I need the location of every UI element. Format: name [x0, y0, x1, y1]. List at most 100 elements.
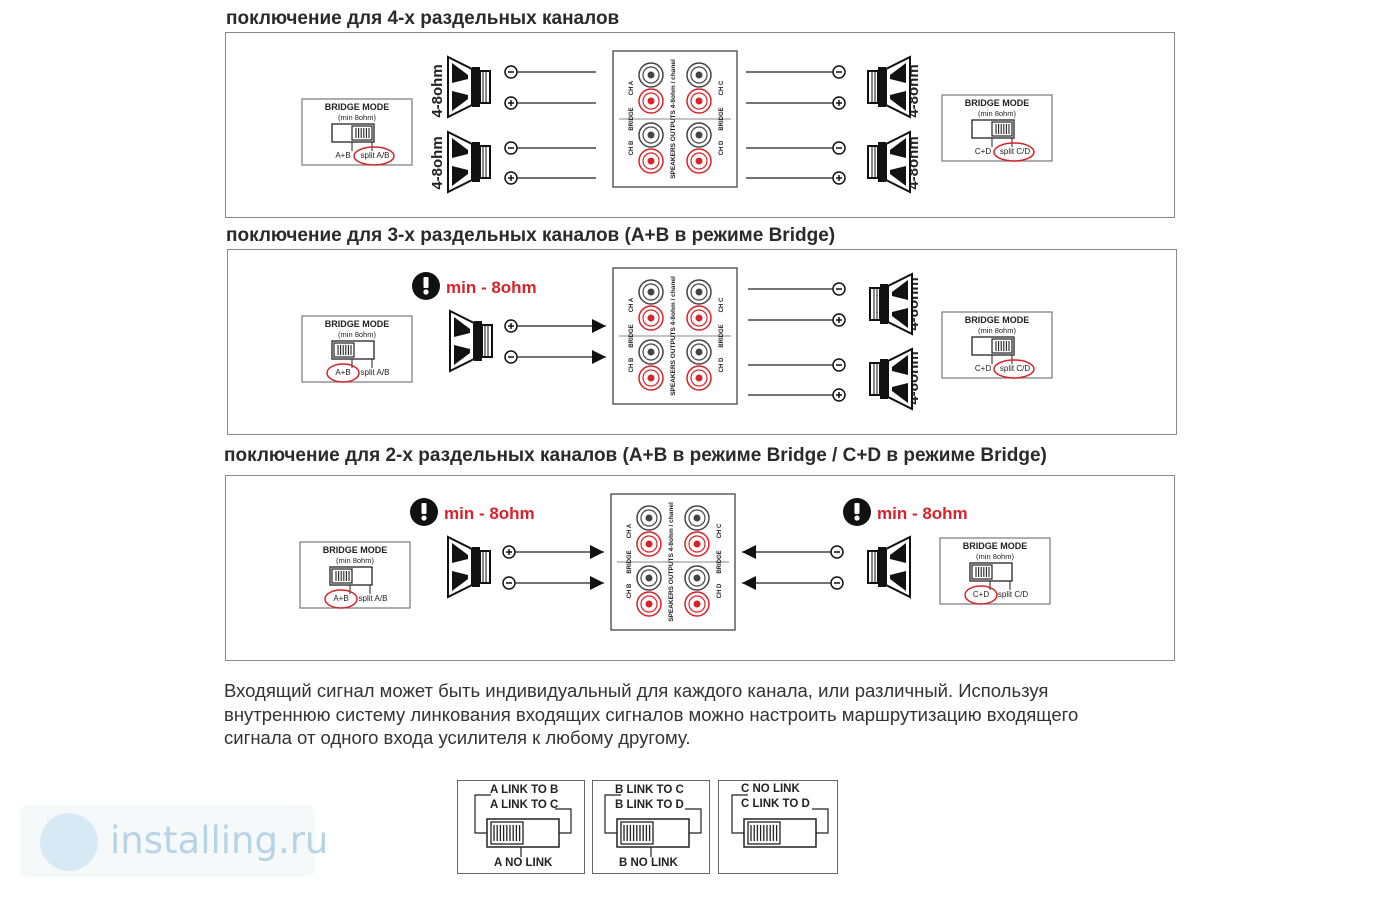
link-option-label: A LINK TO C	[490, 799, 559, 811]
bridge-mode-title: BRIDGE MODE	[325, 102, 390, 112]
bridge-mode-sub: (min 8ohm)	[978, 326, 1016, 335]
warning-min-impedance: min - 8ohm	[446, 278, 537, 297]
mode-option-label: C+D	[975, 147, 991, 156]
section-title-2ch: поключение для 2-х раздельных каналов (A…	[224, 445, 1047, 466]
link-option-label: C NO LINK	[741, 783, 800, 795]
channel-label: CH C	[719, 80, 725, 95]
switch-knob	[971, 564, 993, 580]
channel-label: CH C	[719, 297, 725, 312]
description-text: Входящий сигнал может быть индивидуальны…	[224, 679, 1184, 750]
channel-label: CH A	[629, 297, 635, 312]
impedance-label: 4-8ohm	[429, 136, 446, 189]
speaker-outputs-label: SPEAKERS OUTPUTS 4-8ohm / chanel	[670, 276, 677, 396]
speaker-icon	[447, 535, 491, 599]
bridge-mode-title: BRIDGE MODE	[323, 545, 388, 555]
channel-label: CH D	[717, 583, 723, 598]
bridge-mode-title: BRIDGE MODE	[325, 319, 390, 329]
arrow-icon	[590, 576, 604, 590]
bridge-mode-title: BRIDGE MODE	[963, 541, 1028, 551]
mode-option-label: split C/D	[1000, 147, 1030, 156]
link-switch-a[interactable]: A LINK TO B A LINK TO C A NO LINK	[457, 780, 585, 874]
speaker-icon	[867, 55, 911, 119]
switch-knob	[351, 125, 373, 141]
bridge-mode-box-left: BRIDGE MODE(min 8ohm) A+B split A/B	[301, 98, 413, 166]
selected-option-highlight	[353, 146, 395, 166]
speaker-outputs-label: SPEAKERS OUTPUTS 4-8ohm / chanel	[670, 59, 677, 179]
amplifier-outputs-panel: CH A CH B CH C CH D BRIDGE BRIDGE SPEAKERS OUT…	[612, 50, 738, 188]
selected-option-highlight	[326, 363, 360, 383]
arrow-icon	[590, 545, 604, 559]
link-option-label: A NO LINK	[494, 857, 553, 869]
link-switch-b[interactable]: B LINK TO C B LINK TO D B NO LINK	[592, 780, 710, 874]
channel-label: CH B	[627, 583, 633, 598]
link-option-label: B LINK TO C	[615, 784, 684, 796]
watermark: installing.ru	[20, 805, 328, 877]
speaker-icon	[869, 347, 913, 411]
speaker-icon	[867, 535, 911, 599]
section-title-3ch: поключение для 3-х раздельных каналов (A…	[226, 225, 836, 246]
speaker-icon	[867, 130, 911, 194]
switch-knob	[331, 568, 353, 584]
link-switch-c[interactable]: C NO LINK C LINK TO D	[718, 780, 838, 874]
switch-knob	[991, 121, 1013, 137]
warning-min-impedance: min - 8ohm	[877, 504, 968, 523]
mode-option-label: split C/D	[1000, 364, 1030, 373]
selected-option-highlight	[324, 589, 358, 609]
selected-option-highlight	[964, 585, 998, 605]
arrow-icon	[592, 319, 606, 333]
description-line-3: сигнала от одного входа усилителя к любо…	[224, 727, 691, 748]
watermark-logo-icon	[40, 813, 98, 871]
description-line-1: Входящий сигнал может быть индивидуальны…	[224, 680, 1049, 701]
bridge-label: BRIDGE	[719, 324, 725, 347]
link-option-label: B NO LINK	[619, 857, 678, 869]
switch-knob	[991, 338, 1013, 354]
switch-graphic	[474, 794, 572, 857]
link-option-label: B LINK TO D	[615, 799, 684, 811]
bridge-mode-sub: (min 8ohm)	[978, 109, 1016, 118]
warning-min-impedance: min - 8ohm	[444, 504, 535, 523]
bridge-mode-sub: (min 8ohm)	[338, 113, 376, 122]
channel-label: CH A	[629, 80, 635, 95]
link-option-label: A LINK TO B	[490, 784, 559, 796]
link-option-label: C LINK TO D	[741, 798, 810, 810]
channel-label: CH D	[719, 140, 725, 155]
mode-option-label: A+B	[335, 151, 350, 160]
switch-knob	[333, 342, 355, 358]
mode-option-label: C+D	[973, 590, 989, 599]
impedance-label: 4-8ohm	[429, 64, 446, 117]
mode-option-label: split A/B	[361, 151, 390, 160]
speaker-icon	[449, 309, 493, 373]
channel-label: CH D	[719, 357, 725, 372]
switch-graphic	[604, 794, 702, 857]
channel-label: CH C	[717, 523, 723, 538]
connector-line	[812, 808, 829, 834]
mode-option-label: split A/B	[361, 368, 390, 377]
connector-line	[555, 808, 572, 834]
mode-option-label: split A/B	[359, 594, 388, 603]
bridge-mode-title: BRIDGE MODE	[965, 98, 1030, 108]
speaker-outputs-label: SPEAKERS OUTPUTS 4-8ohm / chanel	[668, 502, 675, 622]
speaker-icon	[447, 55, 491, 119]
section-title-4ch: поключение для 4-х раздельных каналов	[226, 8, 620, 29]
channel-label: CH B	[629, 140, 635, 155]
bridge-label: BRIDGE	[629, 107, 635, 130]
bridge-mode-sub: (min 8ohm)	[338, 330, 376, 339]
bridge-label: BRIDGE	[719, 107, 725, 130]
bridge-label: BRIDGE	[627, 550, 633, 573]
description-line-2: внутреннюю систему линкования входящих с…	[224, 703, 1079, 725]
bridge-mode-sub: (min 8ohm)	[976, 552, 1014, 561]
bridge-mode-box-right: BRIDGE MODE(min 8ohm) C+D split C/D	[941, 94, 1053, 162]
speaker-icon	[447, 130, 491, 194]
watermark-text: installing.ru	[110, 819, 329, 862]
connector-line	[604, 794, 621, 834]
